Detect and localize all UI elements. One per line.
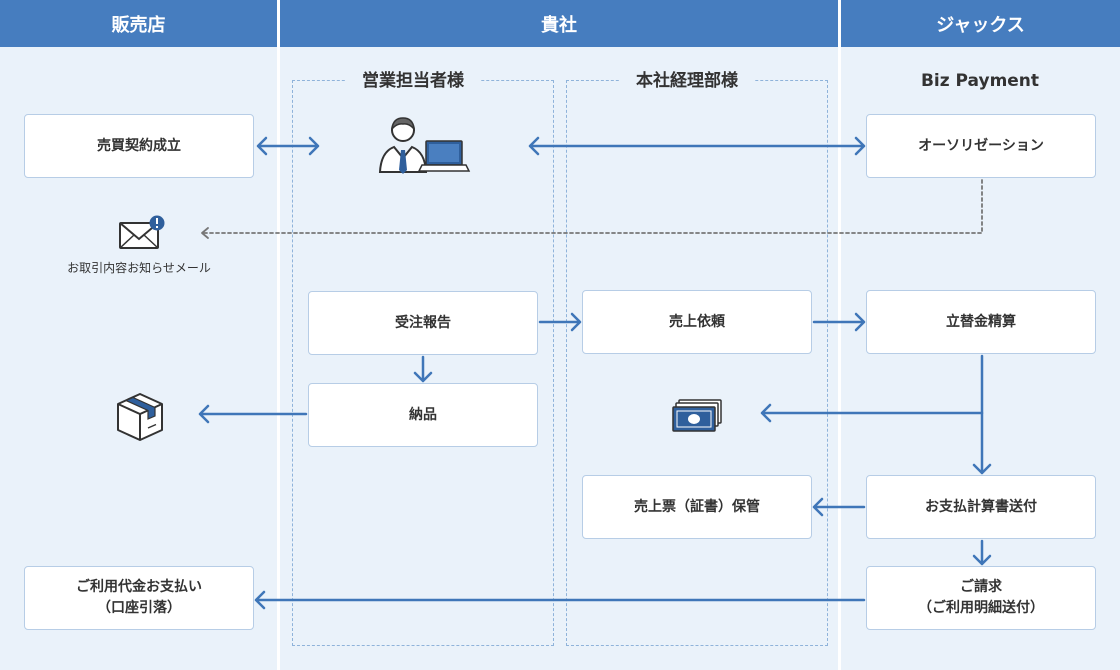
mail-notification-icon	[118, 214, 168, 252]
group-label-sales: 営業担当者様	[346, 71, 480, 91]
billing-box: ご請求 （ご利用明細送付）	[866, 566, 1096, 630]
group-label-accounting: 本社経理部様	[620, 71, 754, 91]
authorization-box: オーソリゼーション	[866, 114, 1096, 178]
payment-notice-label: お支払計算書送付	[925, 498, 1037, 515]
slip-storage-label: 売上票（証書）保管	[634, 498, 760, 515]
auto-payment-label: ご利用代金お支払い （口座引落）	[76, 579, 202, 616]
mail-caption: お取引内容お知らせメール	[67, 261, 211, 275]
auto-payment-box: ご利用代金お支払い （口座引落）	[24, 566, 254, 630]
settlement-box: 立替金精算	[866, 290, 1096, 354]
delivery-label: 納品	[409, 406, 437, 423]
contract-box: 売買契約成立	[24, 114, 254, 178]
package-box-icon	[114, 390, 166, 442]
group-label-biz-payment: Biz Payment	[920, 71, 1040, 91]
column-header-jacks: ジャックス	[841, 0, 1120, 47]
delivery-box: 納品	[308, 383, 538, 447]
contract-label: 売買契約成立	[97, 137, 181, 154]
sales-request-box: 売上依頼	[582, 290, 812, 354]
order-report-label: 受注報告	[395, 314, 451, 331]
group-accounting	[566, 80, 828, 646]
sales-request-label: 売上依頼	[669, 313, 725, 330]
cash-bundle-icon	[670, 398, 724, 434]
order-report-box: 受注報告	[308, 291, 538, 355]
authorization-label: オーソリゼーション	[918, 137, 1044, 154]
payment-notice-box: お支払計算書送付	[866, 475, 1096, 539]
column-header-company: 貴社	[280, 0, 838, 47]
settlement-label: 立替金精算	[946, 313, 1016, 330]
slip-storage-box: 売上票（証書）保管	[582, 475, 812, 539]
salesperson-with-laptop-icon	[376, 114, 471, 176]
column-header-shop: 販売店	[0, 0, 277, 47]
billing-label: ご請求 （ご利用明細送付）	[918, 579, 1044, 616]
